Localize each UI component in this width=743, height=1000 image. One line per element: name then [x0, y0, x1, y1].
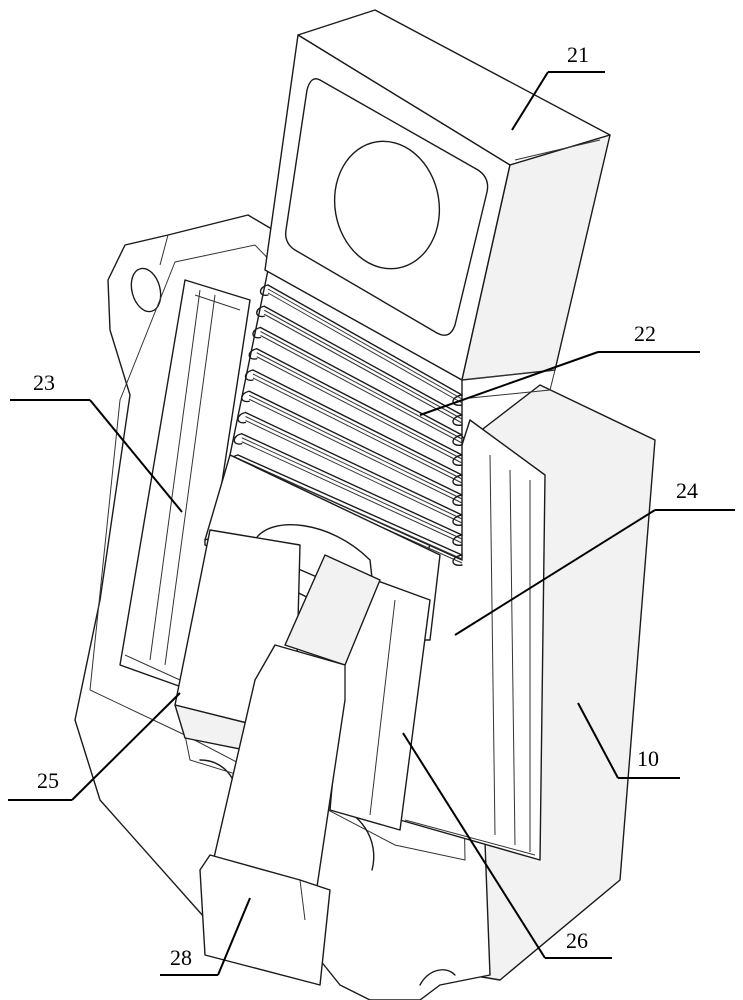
label-21: 21 [567, 42, 589, 67]
spring-layer [267, 292, 463, 404]
spring-layer [245, 420, 463, 524]
spring-layer [267, 288, 463, 400]
spring-layer [259, 326, 463, 436]
spring-coil-end [252, 326, 262, 339]
label-25: 25 [37, 768, 59, 793]
spring-coil-end [248, 348, 258, 360]
spring-layer [267, 284, 463, 396]
spring-layer [264, 309, 463, 420]
leader-22 [419, 351, 599, 416]
spring-layer [237, 454, 463, 556]
spring-coil-end [256, 305, 265, 318]
spring-layer [249, 394, 463, 500]
spring-coil-end [452, 494, 463, 506]
spring-layer [244, 411, 463, 516]
spring-layer [249, 398, 463, 504]
spring-layer [263, 305, 463, 416]
label-24: 24 [676, 478, 698, 503]
leader-25 [71, 692, 181, 801]
spring-coil-end [452, 474, 463, 486]
label-22: 22 [634, 321, 656, 346]
pusher-plate [199, 644, 346, 986]
spring-layer [260, 335, 463, 444]
leader-23 [89, 399, 183, 513]
spring-layer [241, 433, 463, 536]
spring-layer [256, 352, 463, 460]
leader-24 [454, 509, 656, 636]
spring-coil-end [452, 454, 463, 466]
label-23: 23 [33, 370, 55, 395]
spring-layer [248, 390, 463, 496]
top-cap [264, 9, 611, 399]
spring-layer [264, 313, 463, 424]
spring-layer [256, 348, 463, 456]
spring-layer [252, 369, 463, 476]
label-10: 10 [637, 746, 659, 771]
left-channel [119, 279, 251, 691]
viewing-hole [333, 140, 441, 270]
spring-coil-end [452, 434, 463, 446]
spring-coil-end [452, 514, 463, 526]
spring-layer [256, 356, 463, 464]
leader-26 [402, 732, 546, 959]
label-28: 28 [170, 945, 192, 970]
leader-21 [511, 71, 549, 131]
spring-layer [245, 416, 463, 520]
spring-coil-end [452, 534, 463, 546]
leader-10 [577, 702, 619, 779]
reference-labels: 21 22 23 24 25 10 26 28 [33, 42, 698, 970]
spring-layer [241, 437, 463, 540]
spring-coil-end [452, 414, 463, 426]
spring-coil-end [452, 394, 463, 406]
spring-layer [252, 373, 463, 480]
spring-layer [252, 377, 463, 484]
spring-coil-end [237, 411, 247, 424]
spring-coil-end [241, 390, 250, 403]
leader-28 [217, 897, 251, 976]
spring-layer [260, 331, 463, 440]
spring-coil-end [259, 284, 269, 296]
leader-lines [8, 71, 735, 976]
spring-layer [241, 441, 463, 544]
label-26: 26 [566, 928, 588, 953]
spring-coil-end [452, 554, 463, 566]
spring-layer [237, 458, 463, 560]
mount-hole [130, 267, 162, 313]
spring-coil-end [244, 369, 254, 381]
spring-stack [229, 269, 463, 566]
spring-coil-end [233, 433, 243, 445]
